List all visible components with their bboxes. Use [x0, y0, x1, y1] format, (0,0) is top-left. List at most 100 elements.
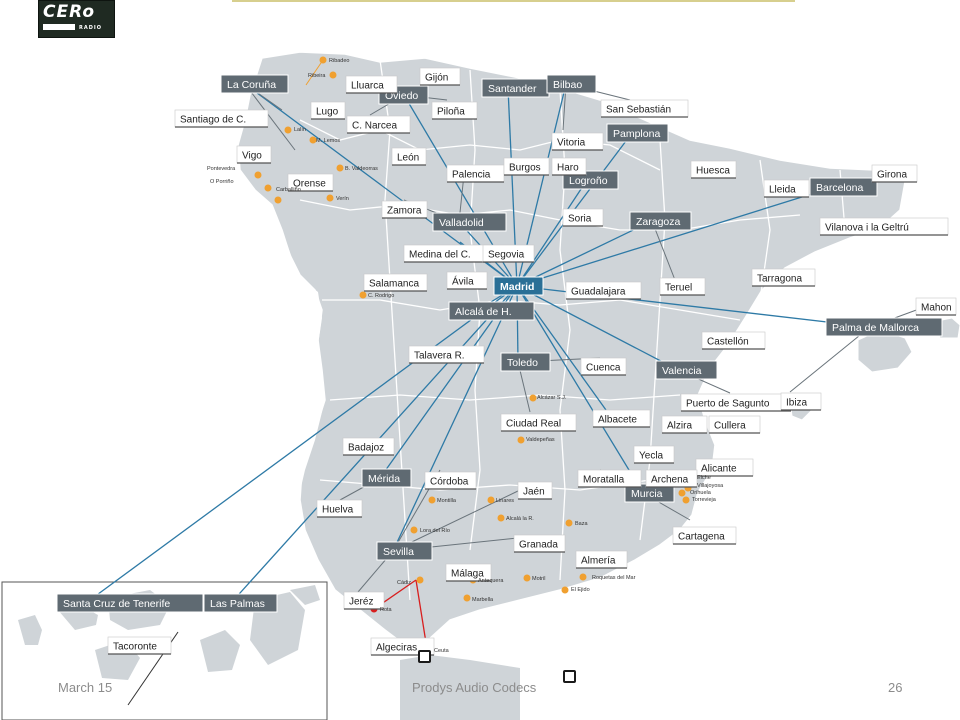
- city-box-label: Alcalá de H.: [455, 306, 512, 318]
- city-label-text: Talavera R.: [414, 351, 465, 362]
- city-box-bg: [220, 74, 289, 94]
- city-box-madrid: Madrid: [493, 276, 544, 296]
- city-box-palma-de-mallorca: Palma de Mallorca: [825, 317, 943, 337]
- city-box-label: Madrid: [500, 281, 534, 293]
- city-label-text: Cuenca: [586, 363, 621, 374]
- portugal-region: [228, 195, 325, 570]
- city-box-label: Santa Cruz de Tenerife: [63, 598, 170, 610]
- city-label-san-sebastian: San Sebastián: [600, 99, 689, 118]
- city-label-text: Zamora: [387, 206, 422, 217]
- city-box-label: Valencia: [662, 365, 702, 377]
- city-box-bilbao: Bilbao: [546, 74, 597, 94]
- city-label-text: Haro: [557, 163, 579, 174]
- city-label-soria: Soria: [562, 208, 604, 227]
- town-label-linares: Linares: [496, 498, 514, 504]
- city-box-bg: [546, 74, 597, 94]
- town-label-motril: Motril: [532, 576, 545, 582]
- city-label-text: Jeréz: [349, 597, 373, 608]
- city-box-bg: [825, 317, 943, 337]
- city-label-text: Málaga: [451, 569, 484, 580]
- city-label-text: León: [397, 153, 419, 164]
- city-box-santander: Santander: [481, 78, 550, 98]
- city-label-text: San Sebastián: [606, 105, 671, 116]
- city-label-text: Piloña: [437, 107, 465, 118]
- city-box-label: Logroño: [569, 175, 608, 187]
- city-box-barcelona: Barcelona: [809, 177, 878, 197]
- city-label-segovia: Segovia: [482, 244, 535, 263]
- town-label-roquetas-del-mar: Roquetas del Mar: [592, 575, 636, 581]
- city-label-alzira: Alzira: [661, 415, 708, 434]
- city-label-cartagena: Cartagena: [672, 526, 737, 545]
- city-label-text: Mahon: [921, 303, 952, 314]
- city-label-text: Santiago de C.: [180, 115, 246, 126]
- city-label-badajoz: Badajoz: [342, 437, 395, 456]
- city-box-las-palmas: Las Palmas: [203, 593, 278, 613]
- city-label-text: Vigo: [242, 151, 262, 162]
- city-label-santiago-de-c: Santiago de C.: [174, 109, 269, 128]
- city-box-bg: [56, 593, 204, 613]
- town-label-villajoyosa: Villajoyosa: [697, 483, 724, 489]
- city-label-text: Alzira: [667, 421, 692, 432]
- top-rule: [232, 0, 795, 2]
- city-label-text: Ibiza: [786, 398, 808, 409]
- city-label-salamanca: Salamanca: [363, 273, 428, 292]
- city-label-cuenca: Cuenca: [580, 357, 627, 376]
- town-label-elche: Elche: [697, 475, 711, 481]
- city-box-bg: [361, 468, 412, 488]
- city-label-zamora: Zamora: [381, 200, 428, 219]
- city-label-text: Archena: [651, 475, 689, 486]
- city-label-moratalla: Moratalla: [577, 469, 642, 488]
- page-number: 26: [888, 680, 903, 695]
- city-label-text: Badajoz: [348, 443, 384, 454]
- town-label-lora-del-rio: Lora del Río: [420, 528, 450, 534]
- town-label-m-lemos: M. Lemos: [316, 138, 340, 144]
- town-label-ceuta: Ceuta: [434, 648, 450, 654]
- logo-bar: [43, 24, 75, 30]
- town-label-ribeira: Ribeira: [308, 73, 326, 79]
- city-label-text: Soria: [568, 214, 592, 225]
- city-label-text: Huesca: [696, 166, 730, 177]
- city-label-text: Yecla: [639, 451, 664, 462]
- city-box-label: Zaragoza: [636, 216, 681, 228]
- city-label-text: Alicante: [701, 464, 737, 475]
- city-label-vilanova-i-la-geltru: Vilanova i la Geltrú: [819, 217, 949, 236]
- city-box-bg: [629, 211, 692, 231]
- town-label-cadiz: Cádiz: [397, 580, 411, 586]
- town-label-alcala-la-r: Alcalá la R.: [506, 516, 534, 522]
- city-box-zaragoza: Zaragoza: [629, 211, 692, 231]
- city-label-huesca: Huesca: [690, 160, 737, 179]
- town-label-rota: Rota: [380, 607, 393, 613]
- city-label-text: Granada: [519, 540, 558, 551]
- town-label-marbella: Marbella: [472, 597, 494, 603]
- city-label-alicante: Alicante: [695, 458, 754, 477]
- city-label-malaga: Málaga: [445, 563, 492, 582]
- city-box-bg: [376, 541, 433, 561]
- city-label-almeria: Almería: [575, 550, 628, 569]
- city-label-text: Cullera: [714, 421, 746, 432]
- city-box-santa-cruz-de-tenerife: Santa Cruz de Tenerife: [56, 593, 204, 613]
- city-label-albacete: Albacete: [592, 409, 651, 428]
- africa-coast: [400, 655, 520, 720]
- city-label-text: Lugo: [316, 107, 339, 118]
- city-box-murcia: Murcia: [624, 483, 675, 503]
- footer-date: March 15: [58, 680, 113, 695]
- city-label-text: Guadalajara: [571, 287, 626, 298]
- city-label-c-narcea: C. Narcea: [346, 115, 411, 134]
- city-label-text: Castellón: [707, 337, 749, 348]
- city-box-toledo: Toledo: [500, 352, 551, 372]
- city-label-text: Huelva: [322, 505, 354, 516]
- town-label-el-ejido: El Ejido: [571, 587, 590, 593]
- city-label-text: Gijón: [425, 73, 448, 84]
- city-label-yecla: Yecla: [633, 445, 675, 464]
- city-label-text: C. Narcea: [352, 121, 397, 132]
- city-label-ibiza: Ibiza: [780, 392, 822, 411]
- city-label-mahon: Mahon: [915, 297, 957, 316]
- city-label-tarragona: Tarragona: [751, 268, 816, 287]
- city-label-text: Ciudad Real: [506, 419, 561, 430]
- city-label-text: Lleida: [769, 185, 796, 196]
- city-label-text: Tacoronte: [113, 642, 157, 653]
- city-label-text: Girona: [877, 170, 907, 181]
- town-label-lalin: Lalín: [294, 127, 306, 133]
- city-label-text: Vilanova i la Geltrú: [825, 223, 909, 234]
